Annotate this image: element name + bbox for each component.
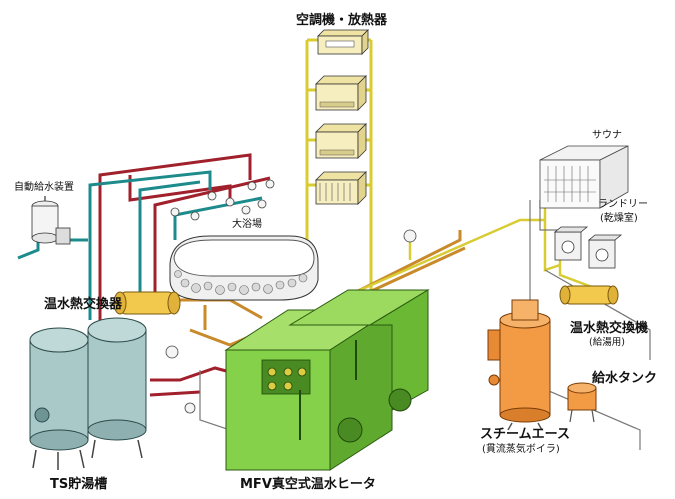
label-steam-ace-sub: (貫流蒸気ボイラ) xyxy=(482,444,560,455)
ac-units xyxy=(315,29,369,205)
label-mfv-heater: MFV真空式温水ヒータ xyxy=(240,477,376,492)
ts-hot-water-tanks xyxy=(29,317,147,470)
steam-ace-boiler xyxy=(487,299,551,431)
label-ts-tank: TS貯湯槽 xyxy=(50,477,108,492)
ts-tank-1 xyxy=(29,327,89,470)
label-hot-water-hex-right-sub: (給湯用) xyxy=(589,337,625,348)
large-bath xyxy=(169,235,319,301)
hot-water-heat-exchanger-right xyxy=(559,285,619,305)
laundry-machine-2 xyxy=(587,234,623,269)
hot-water-heat-exchanger-left xyxy=(113,291,181,315)
ac-unit-4 xyxy=(315,171,367,205)
label-feed-tank: 給水タンク xyxy=(592,371,658,386)
label-laundry-sub: (乾燥室) xyxy=(600,213,638,224)
laundry-machines xyxy=(553,226,623,269)
label-steam-ace: スチームエース xyxy=(480,427,570,442)
sauna-room xyxy=(539,145,629,209)
ac-unit-1 xyxy=(317,29,369,55)
label-hot-water-hex-right: 温水熱交換機 xyxy=(570,321,649,336)
label-large-bath: 大浴場 xyxy=(232,219,262,230)
label-hot-water-hex-left: 温水熱交換器 xyxy=(44,297,123,312)
feed-water-tank xyxy=(567,382,597,423)
laundry-machine-1 xyxy=(553,226,589,261)
label-auto-water-supply: 自動給水装置 xyxy=(14,182,74,193)
label-ac-units: 空調機・放熱器 xyxy=(296,13,388,28)
ts-tank-2 xyxy=(87,317,147,459)
label-laundry: ランドリー xyxy=(598,199,648,210)
faucet-symbols xyxy=(165,179,417,414)
auto-water-supply-device xyxy=(31,196,71,245)
ac-unit-3 xyxy=(315,123,367,159)
label-sauna: サウナ xyxy=(592,130,622,141)
ac-unit-2 xyxy=(315,75,367,111)
mfv-vacuum-heater xyxy=(224,289,430,471)
